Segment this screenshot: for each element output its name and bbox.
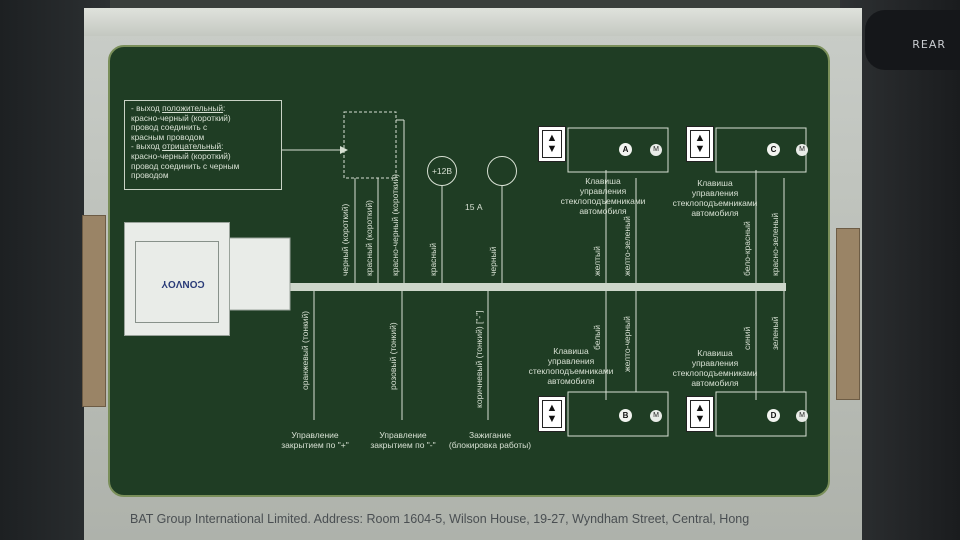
main-bus <box>228 283 786 291</box>
wire-label: черный (короткий) <box>340 203 350 276</box>
ignition-label: Зажигание (блокировка работы) <box>448 430 532 450</box>
wire-label: зеленый <box>770 316 780 351</box>
circuit-letter-c: C <box>767 143 780 156</box>
fuse-rating: 15 А <box>465 202 483 212</box>
stalk-label: REAR <box>912 38 946 51</box>
motor-icon: M <box>650 410 662 422</box>
window-switch-icon: ▲▼ <box>538 126 566 162</box>
switch-caption: Клавиша управления стеклоподъемниками ав… <box>560 176 646 216</box>
wire-label: красный (короткий) <box>364 200 374 276</box>
wire-label: красный <box>428 243 438 276</box>
wire-label: красно-черный (короткий) <box>390 173 400 276</box>
module-label-area <box>135 241 219 323</box>
box-flap-right <box>836 228 860 400</box>
window-switch-icon: ▲▼ <box>686 126 714 162</box>
box-flap-left <box>82 215 106 407</box>
motor-icon: M <box>796 410 808 422</box>
car-control-stalk <box>865 10 960 70</box>
circuit-letter-d: D <box>767 409 780 422</box>
switch-caption: Клавиша управления стеклоподъемниками ав… <box>528 346 614 386</box>
power-terminal: +12В <box>427 156 457 186</box>
wire-label: желтый <box>592 246 602 276</box>
window-switch-icon: ▲▼ <box>686 396 714 432</box>
switch-caption: Клавиша управления стеклоподъемниками ав… <box>672 348 758 388</box>
wire-label: оранжевый (тонкий) <box>300 310 310 390</box>
lock-minus-label: Управление закрытием по "-" <box>370 430 436 450</box>
wire-label: бело-красный <box>742 221 752 276</box>
circuit-letter-a: A <box>619 143 632 156</box>
control-module: CONVOY <box>124 222 230 336</box>
wire-label: коричневый (тонкий) ["-"] <box>474 310 484 408</box>
wire-label: красно-зеленый <box>770 212 780 276</box>
motor-icon: M <box>796 144 808 156</box>
circuit-letter-b: B <box>619 409 632 422</box>
lock-plus-label: Управление закрытием по "+" <box>281 430 349 450</box>
wire-label: розовый (тонкий) <box>388 322 398 390</box>
window-switch-icon: ▲▼ <box>538 396 566 432</box>
output-info-box: - выход положительный: красно-черный (ко… <box>124 100 282 190</box>
box-top-edge <box>84 8 862 36</box>
wire-label: желто-зеленый <box>622 216 632 276</box>
motor-icon: M <box>650 144 662 156</box>
box-footer-address: BAT Group International Limited. Address… <box>130 512 750 526</box>
switch-caption: Клавиша управления стеклоподъемниками ав… <box>672 178 758 218</box>
wire-label: черный <box>488 246 498 276</box>
ground-icon <box>487 156 517 186</box>
convoy-logo: CONVOY <box>161 278 205 289</box>
wire-label: синий <box>742 326 752 350</box>
connector-block <box>227 237 291 311</box>
